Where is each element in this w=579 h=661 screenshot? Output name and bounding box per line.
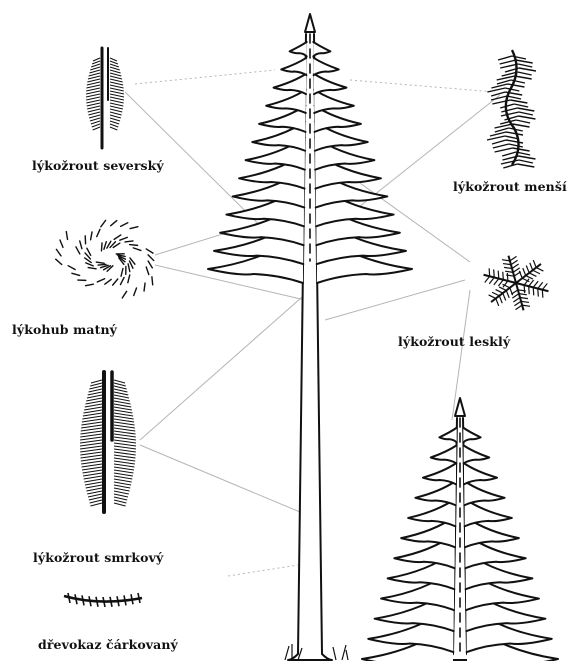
bark-beetle-gallery-icon xyxy=(56,220,154,298)
label-lykozrout-smrkovy: lýkožrout smrkový xyxy=(33,550,163,565)
bark-beetle-gallery-icon xyxy=(487,50,536,168)
bark-beetle-gallery-icon xyxy=(64,593,142,607)
bark-beetle-gallery-icon xyxy=(86,48,124,148)
label-lykozrout-leskly: lýkožrout lesklý xyxy=(398,334,510,349)
spruce-tree-icon xyxy=(362,398,558,661)
label-lykozrout-mensi: lýkožrout menší xyxy=(453,179,567,194)
label-lykozrout-seversky: lýkožrout severský xyxy=(32,158,164,173)
label-drevokaz-carkovany: dřevokaz čárkovaný xyxy=(38,637,178,652)
spruce-tree-icon xyxy=(208,14,412,660)
bark-beetle-gallery-icon xyxy=(80,372,136,512)
bark-beetle-gallery-icon xyxy=(484,256,549,311)
label-lykohub-matny: lýkohub matný xyxy=(12,322,117,337)
